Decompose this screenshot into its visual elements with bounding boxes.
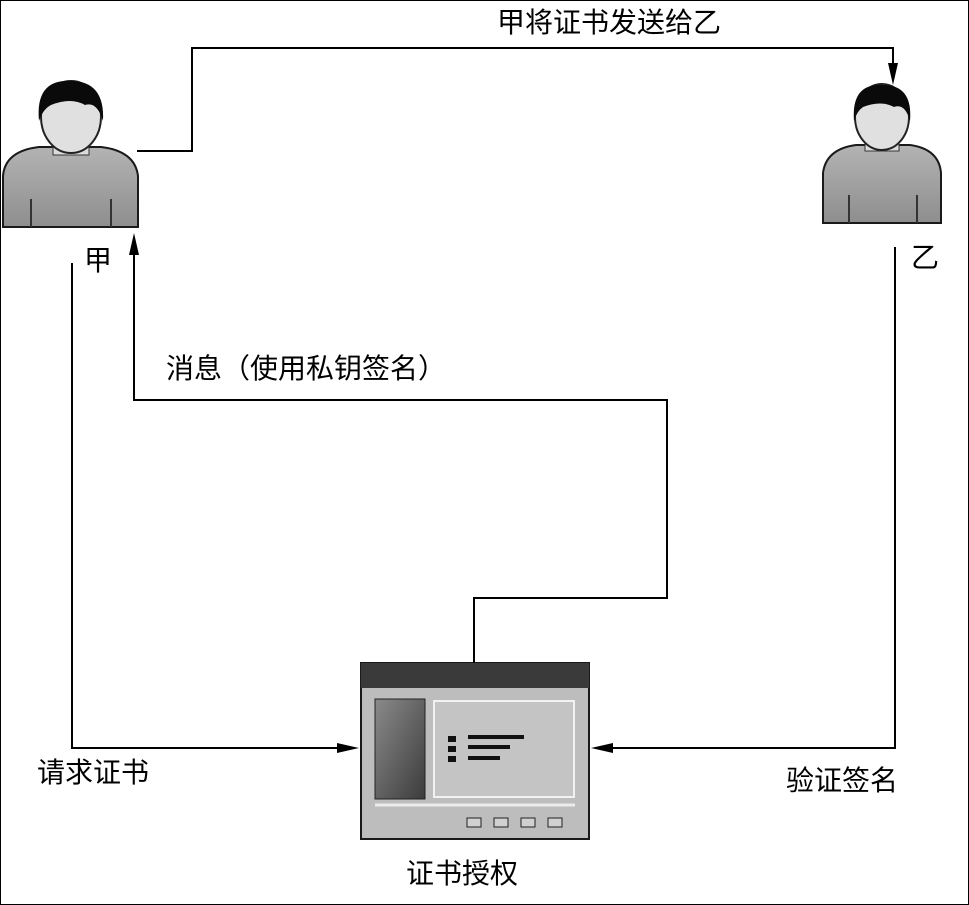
arrow-up-icon: [129, 233, 139, 255]
signed-message-label: 消息（使用私钥签名）: [166, 352, 447, 385]
arrow-down-icon: [888, 63, 898, 85]
request-certificate-label: 请求证书: [37, 756, 150, 789]
person-a-label: 甲: [84, 244, 113, 277]
person-b-icon: [822, 83, 942, 224]
arrow-left-icon: [591, 743, 613, 753]
certificate-authority-icon: [360, 662, 590, 840]
signed-message-connector: [129, 233, 668, 663]
send-certificate-connector: [137, 47, 898, 152]
arrow-right-icon: [337, 743, 359, 753]
request-certificate-connector: [71, 263, 359, 753]
verify-signature-connector: [591, 247, 896, 753]
send-certificate-label: 甲将证书发送给乙: [497, 6, 722, 39]
person-b-label: 乙: [911, 241, 940, 274]
certificate-authority-label: 证书授权: [406, 857, 519, 890]
person-a-icon: [2, 80, 139, 228]
verify-signature-label: 验证签名: [786, 764, 899, 797]
